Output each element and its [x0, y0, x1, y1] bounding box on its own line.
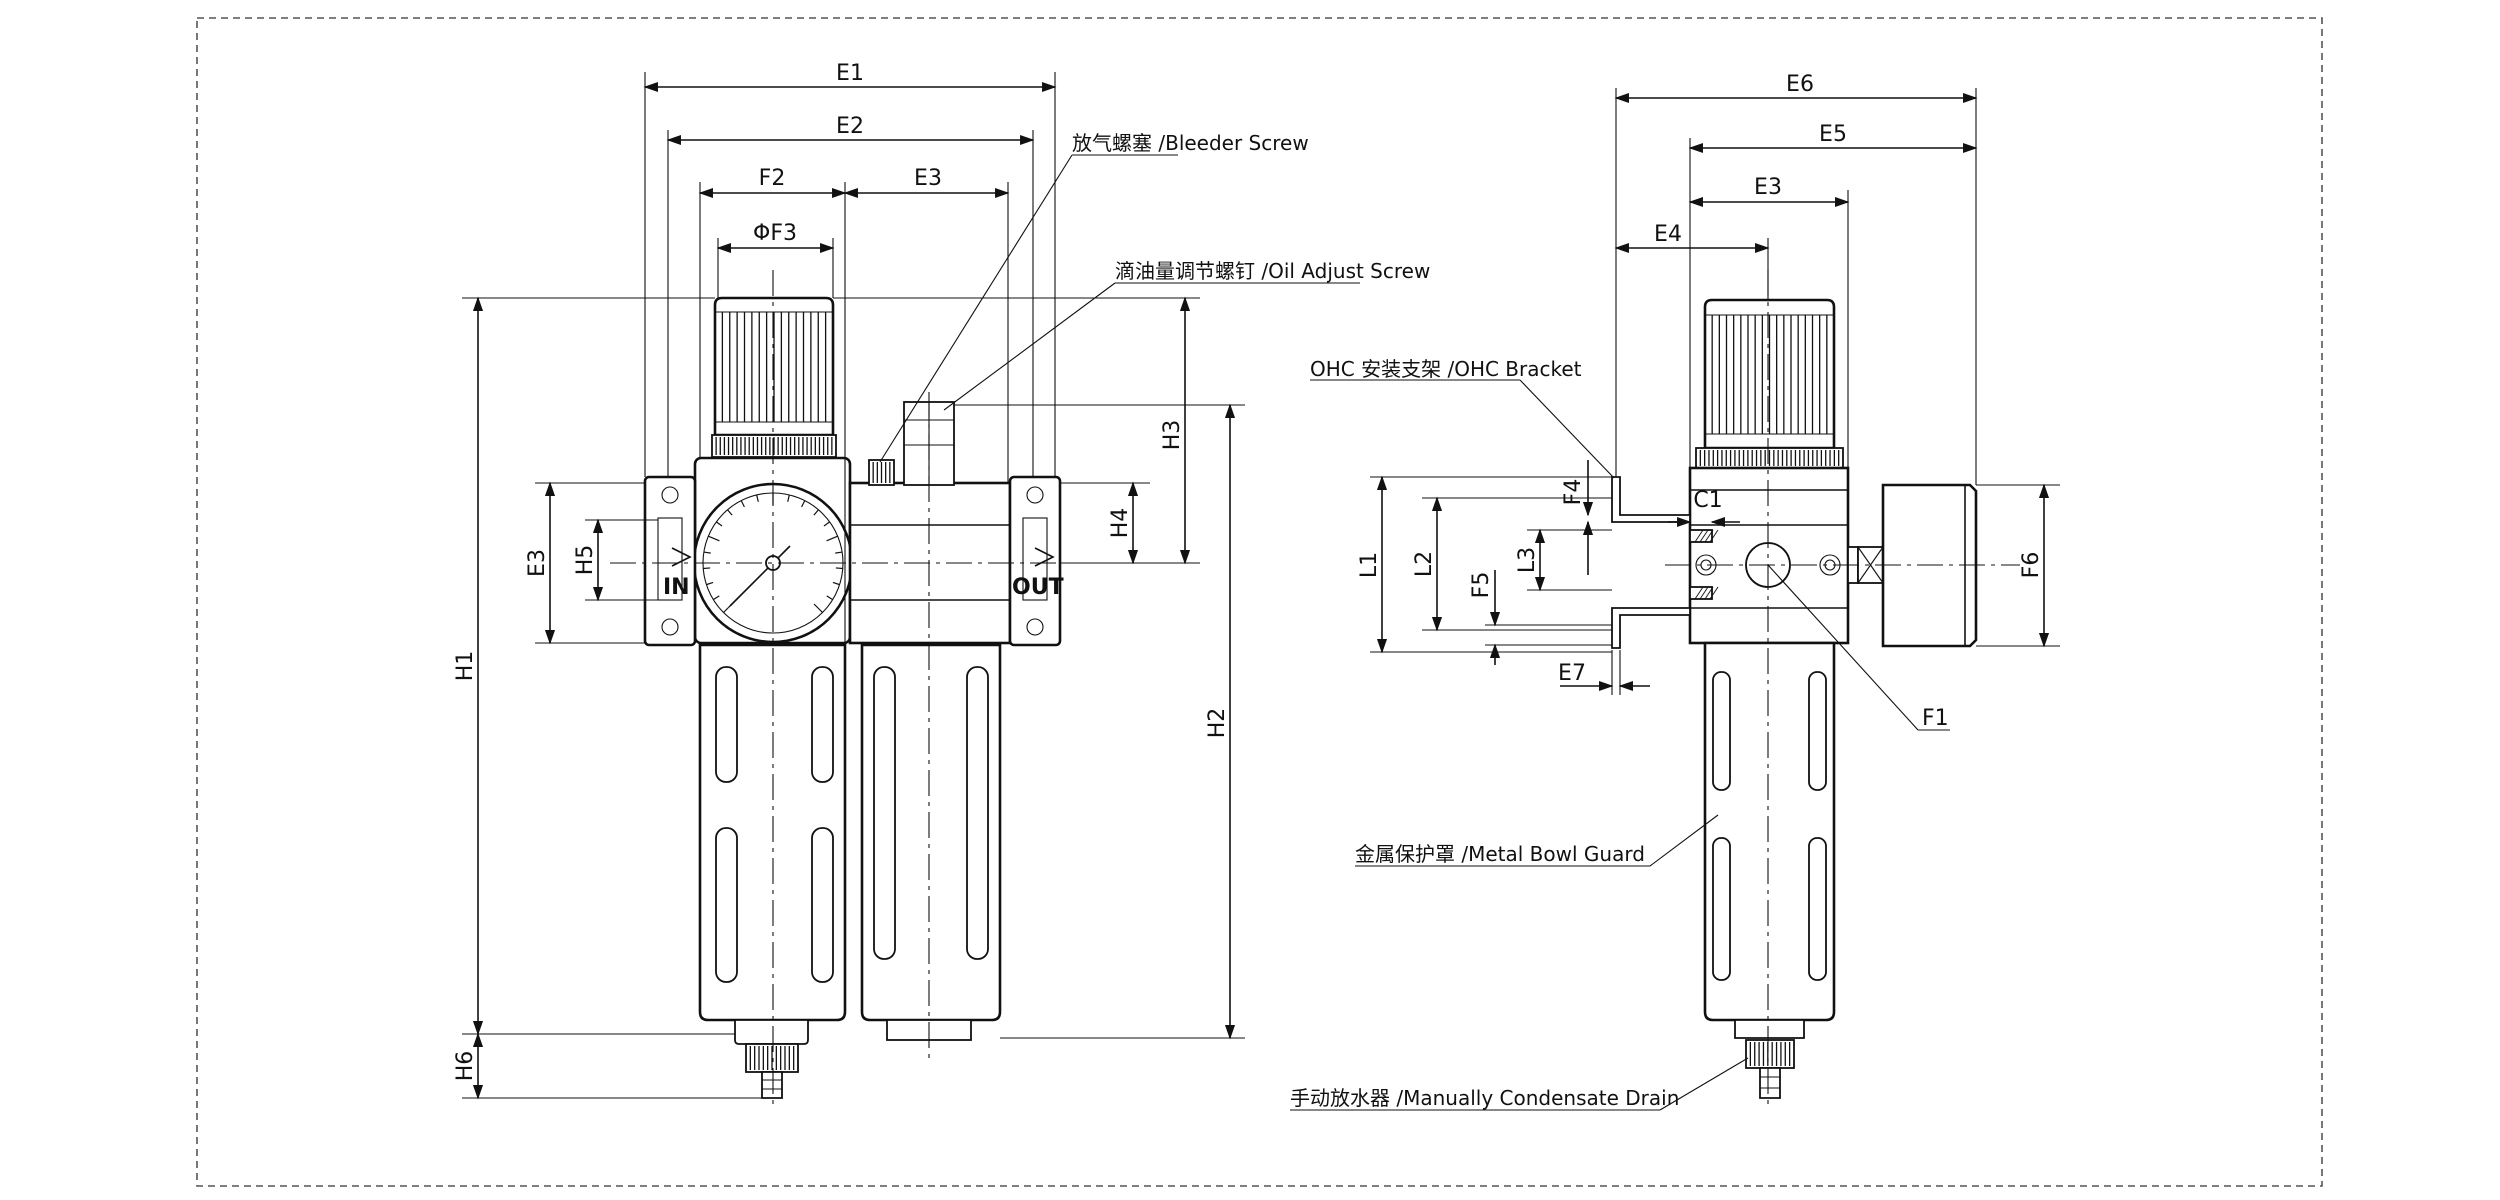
side-knob-ribs: [1711, 315, 1828, 434]
drawing-frame: [196, 17, 2323, 1187]
dim-L2: L2: [1412, 551, 1437, 577]
dim-E7: E7: [1558, 661, 1586, 686]
dim-H6: H6: [453, 1051, 478, 1082]
drawing-stroke: [703, 567, 711, 570]
side-regulator-knob: [1695, 298, 1844, 469]
dim-F5: F5: [1469, 572, 1494, 599]
drawing-stroke: [706, 581, 714, 586]
dim-L1: L1: [1357, 552, 1382, 578]
callout-condensate-drain: 手动放水器 /Manually Condensate Drain: [1290, 1086, 1679, 1110]
dim-H5: H5: [573, 545, 598, 576]
dim-H2: H2: [1205, 708, 1230, 739]
drawing-stroke: [1704, 529, 1714, 543]
dim-PhiF3: ΦF3: [753, 221, 797, 246]
callout-oil-adjust-screw: 滴油量调节螺钉 /Oil Adjust Screw: [1115, 259, 1430, 283]
dim-E2: E2: [836, 114, 864, 139]
dim-F2: F2: [759, 166, 786, 191]
drawing-stroke: [813, 603, 823, 613]
drawing-stroke: [1694, 586, 1704, 600]
dim-E5: E5: [1819, 122, 1847, 147]
dim-C1: C1: [1693, 488, 1722, 513]
side-knob-ring: [1699, 450, 1840, 466]
dim-E3: E3: [914, 166, 942, 191]
knob-ring: [715, 437, 833, 455]
drawing-stroke: [740, 500, 745, 508]
drawing-stroke: [716, 521, 723, 527]
drawing-stroke: [835, 567, 843, 570]
drawing-stroke: [1694, 529, 1704, 543]
drawing-stroke: [756, 494, 759, 502]
drawing-stroke: [826, 535, 838, 542]
dim-L3: L3: [1515, 547, 1540, 573]
inlet-label: IN: [663, 575, 690, 600]
drawing-stroke: [713, 595, 720, 601]
drawing-stroke: [703, 551, 711, 554]
drawing-stroke: [813, 509, 819, 516]
drawing-stroke: [1699, 529, 1709, 543]
outlet-bracket: [1008, 475, 1062, 647]
drain-ribs: [749, 1046, 795, 1070]
dim-H1: H1: [453, 651, 478, 682]
inlet-bracket: [643, 475, 697, 647]
dim-F4: F4: [1561, 479, 1586, 506]
bleeder-screw-ribs: [872, 462, 891, 483]
drawing-stroke: [1704, 586, 1714, 600]
front-view: IN OUT: [610, 270, 1080, 1110]
drawing-stroke: [832, 581, 840, 586]
drawing-stroke: [835, 551, 843, 554]
callout-bleeder-screw: 放气螺塞 /Bleeder Screw: [1072, 131, 1309, 155]
dim-E1: E1: [836, 61, 864, 86]
drawing-stroke: [787, 494, 790, 502]
front-view-dimensions: E1 E2 F2 E3 ΦF3 H1 H6 E3 H5 H3 H4 H2: [453, 61, 1430, 1100]
dim-E6: E6: [1786, 72, 1814, 97]
dim-H3: H3: [1160, 420, 1185, 451]
drawing-stroke: [727, 509, 733, 516]
side-bowl: [1703, 641, 1836, 1099]
callout-metal-bowl-guard: 金属保护罩 /Metal Bowl Guard: [1355, 842, 1645, 866]
drawing-stroke: [823, 521, 830, 527]
regulator-knob: [711, 296, 837, 458]
lubricator-top-fittings: [868, 401, 955, 486]
callout-ohc-bracket: OHC 安装支架 /OHC Bracket: [1310, 357, 1582, 381]
dim-E3-vertical: E3: [525, 549, 550, 577]
drawing-stroke: [826, 595, 833, 601]
dim-H4: H4: [1108, 508, 1133, 539]
drawing-stroke: [1709, 586, 1719, 600]
dim-E3-side: E3: [1754, 175, 1782, 200]
lubricator-bowl: [860, 643, 1002, 1041]
outlet-label: OUT: [1012, 575, 1064, 600]
dim-E4: E4: [1654, 222, 1682, 247]
side-drain-ribs: [1749, 1042, 1791, 1066]
drawing-stroke: [1699, 586, 1709, 600]
knob-ribs: [721, 312, 827, 422]
drawing-stroke: [801, 500, 806, 508]
side-view-dimensions: E6 E5 E3 E4 F6 L1 L2 L3 F4 F5: [1290, 72, 2060, 1111]
drawing-stroke: [708, 535, 720, 542]
bracket-hatch: [1694, 529, 1719, 600]
dim-F1: F1: [1922, 706, 1949, 731]
drawing-stroke: [1709, 529, 1719, 543]
side-view: [1611, 270, 2020, 1105]
dim-F6: F6: [2019, 552, 2044, 579]
